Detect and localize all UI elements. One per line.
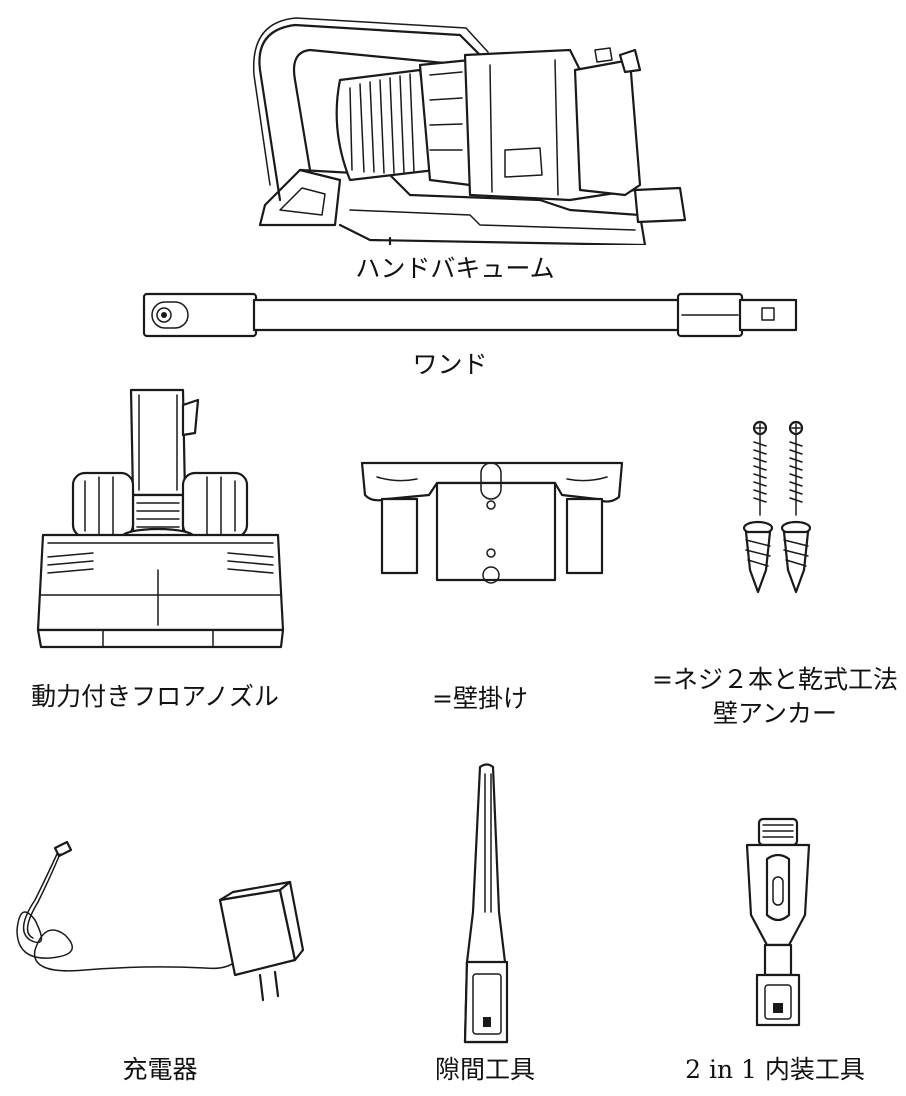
- charger-illustration: [5, 840, 305, 1040]
- wall-mount-illustration: [357, 455, 627, 590]
- wand-illustration: [142, 290, 802, 342]
- combo-tool-illustration: [743, 815, 813, 1030]
- hand-vacuum-illustration: [240, 10, 700, 245]
- wall-mount-label: =壁掛け: [432, 684, 528, 713]
- screws-anchors-label-line1: =ネジ２本と乾式工法: [652, 665, 898, 694]
- wand-label: ワンド: [412, 350, 488, 379]
- hand-vacuum-label: ハンドバキューム: [355, 254, 555, 283]
- combo-tool-label: 2 in 1 内装工具: [685, 1055, 865, 1084]
- floor-nozzle-illustration: [33, 385, 288, 653]
- crevice-tool-illustration: [455, 762, 520, 1047]
- charger-label: 充電器: [122, 1055, 198, 1084]
- floor-nozzle-label: 動力付きフロアノズル: [31, 682, 279, 711]
- screws-anchors-label-line2: 壁アンカー: [712, 699, 837, 728]
- crevice-tool-label: 隙間工具: [434, 1055, 535, 1084]
- screws-anchors-illustration: [738, 420, 828, 595]
